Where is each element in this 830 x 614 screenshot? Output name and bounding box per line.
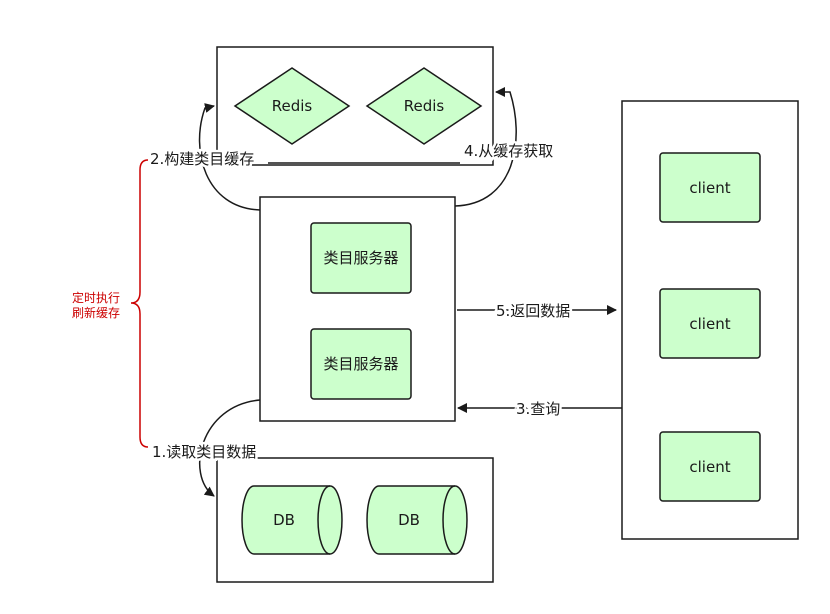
read-data-label: 1.读取类目数据 bbox=[152, 443, 256, 461]
db-label: DB bbox=[273, 511, 295, 529]
service-node: 类目服务器 bbox=[310, 328, 412, 400]
redis-label: Redis bbox=[272, 97, 313, 115]
client-label: client bbox=[689, 315, 730, 333]
build-cache-arrow bbox=[198, 103, 261, 211]
fetch-cache-label: 4.从缓存获取 bbox=[464, 142, 553, 160]
client-label: client bbox=[689, 458, 730, 476]
schedule-label-line2: 刷新缓存 bbox=[72, 305, 120, 320]
service-label: 类目服务器 bbox=[323, 355, 398, 373]
redis-label: Redis bbox=[404, 97, 445, 115]
schedule-label-line1: 定时执行 bbox=[72, 290, 120, 305]
service-label: 类目服务器 bbox=[323, 249, 398, 267]
fetch-cache-arrow bbox=[454, 87, 517, 207]
db-node: DB bbox=[366, 485, 468, 555]
query-label: 3.查询 bbox=[516, 400, 560, 418]
redis-node: Redis bbox=[233, 67, 351, 145]
client-label: client bbox=[689, 179, 730, 197]
redis-node: Redis bbox=[365, 67, 483, 145]
client-node: client bbox=[659, 288, 761, 359]
schedule-brace bbox=[130, 159, 149, 448]
service-node: 类目服务器 bbox=[310, 222, 412, 294]
db-node: DB bbox=[241, 485, 343, 555]
db-label: DB bbox=[398, 511, 420, 529]
build-cache-label: 2.构建类目缓存 bbox=[150, 150, 254, 168]
read-data-arrow bbox=[199, 399, 261, 497]
client-node: client bbox=[659, 431, 761, 502]
client-node: client bbox=[659, 152, 761, 223]
return-data-label: 5.返回数据 bbox=[496, 302, 570, 320]
